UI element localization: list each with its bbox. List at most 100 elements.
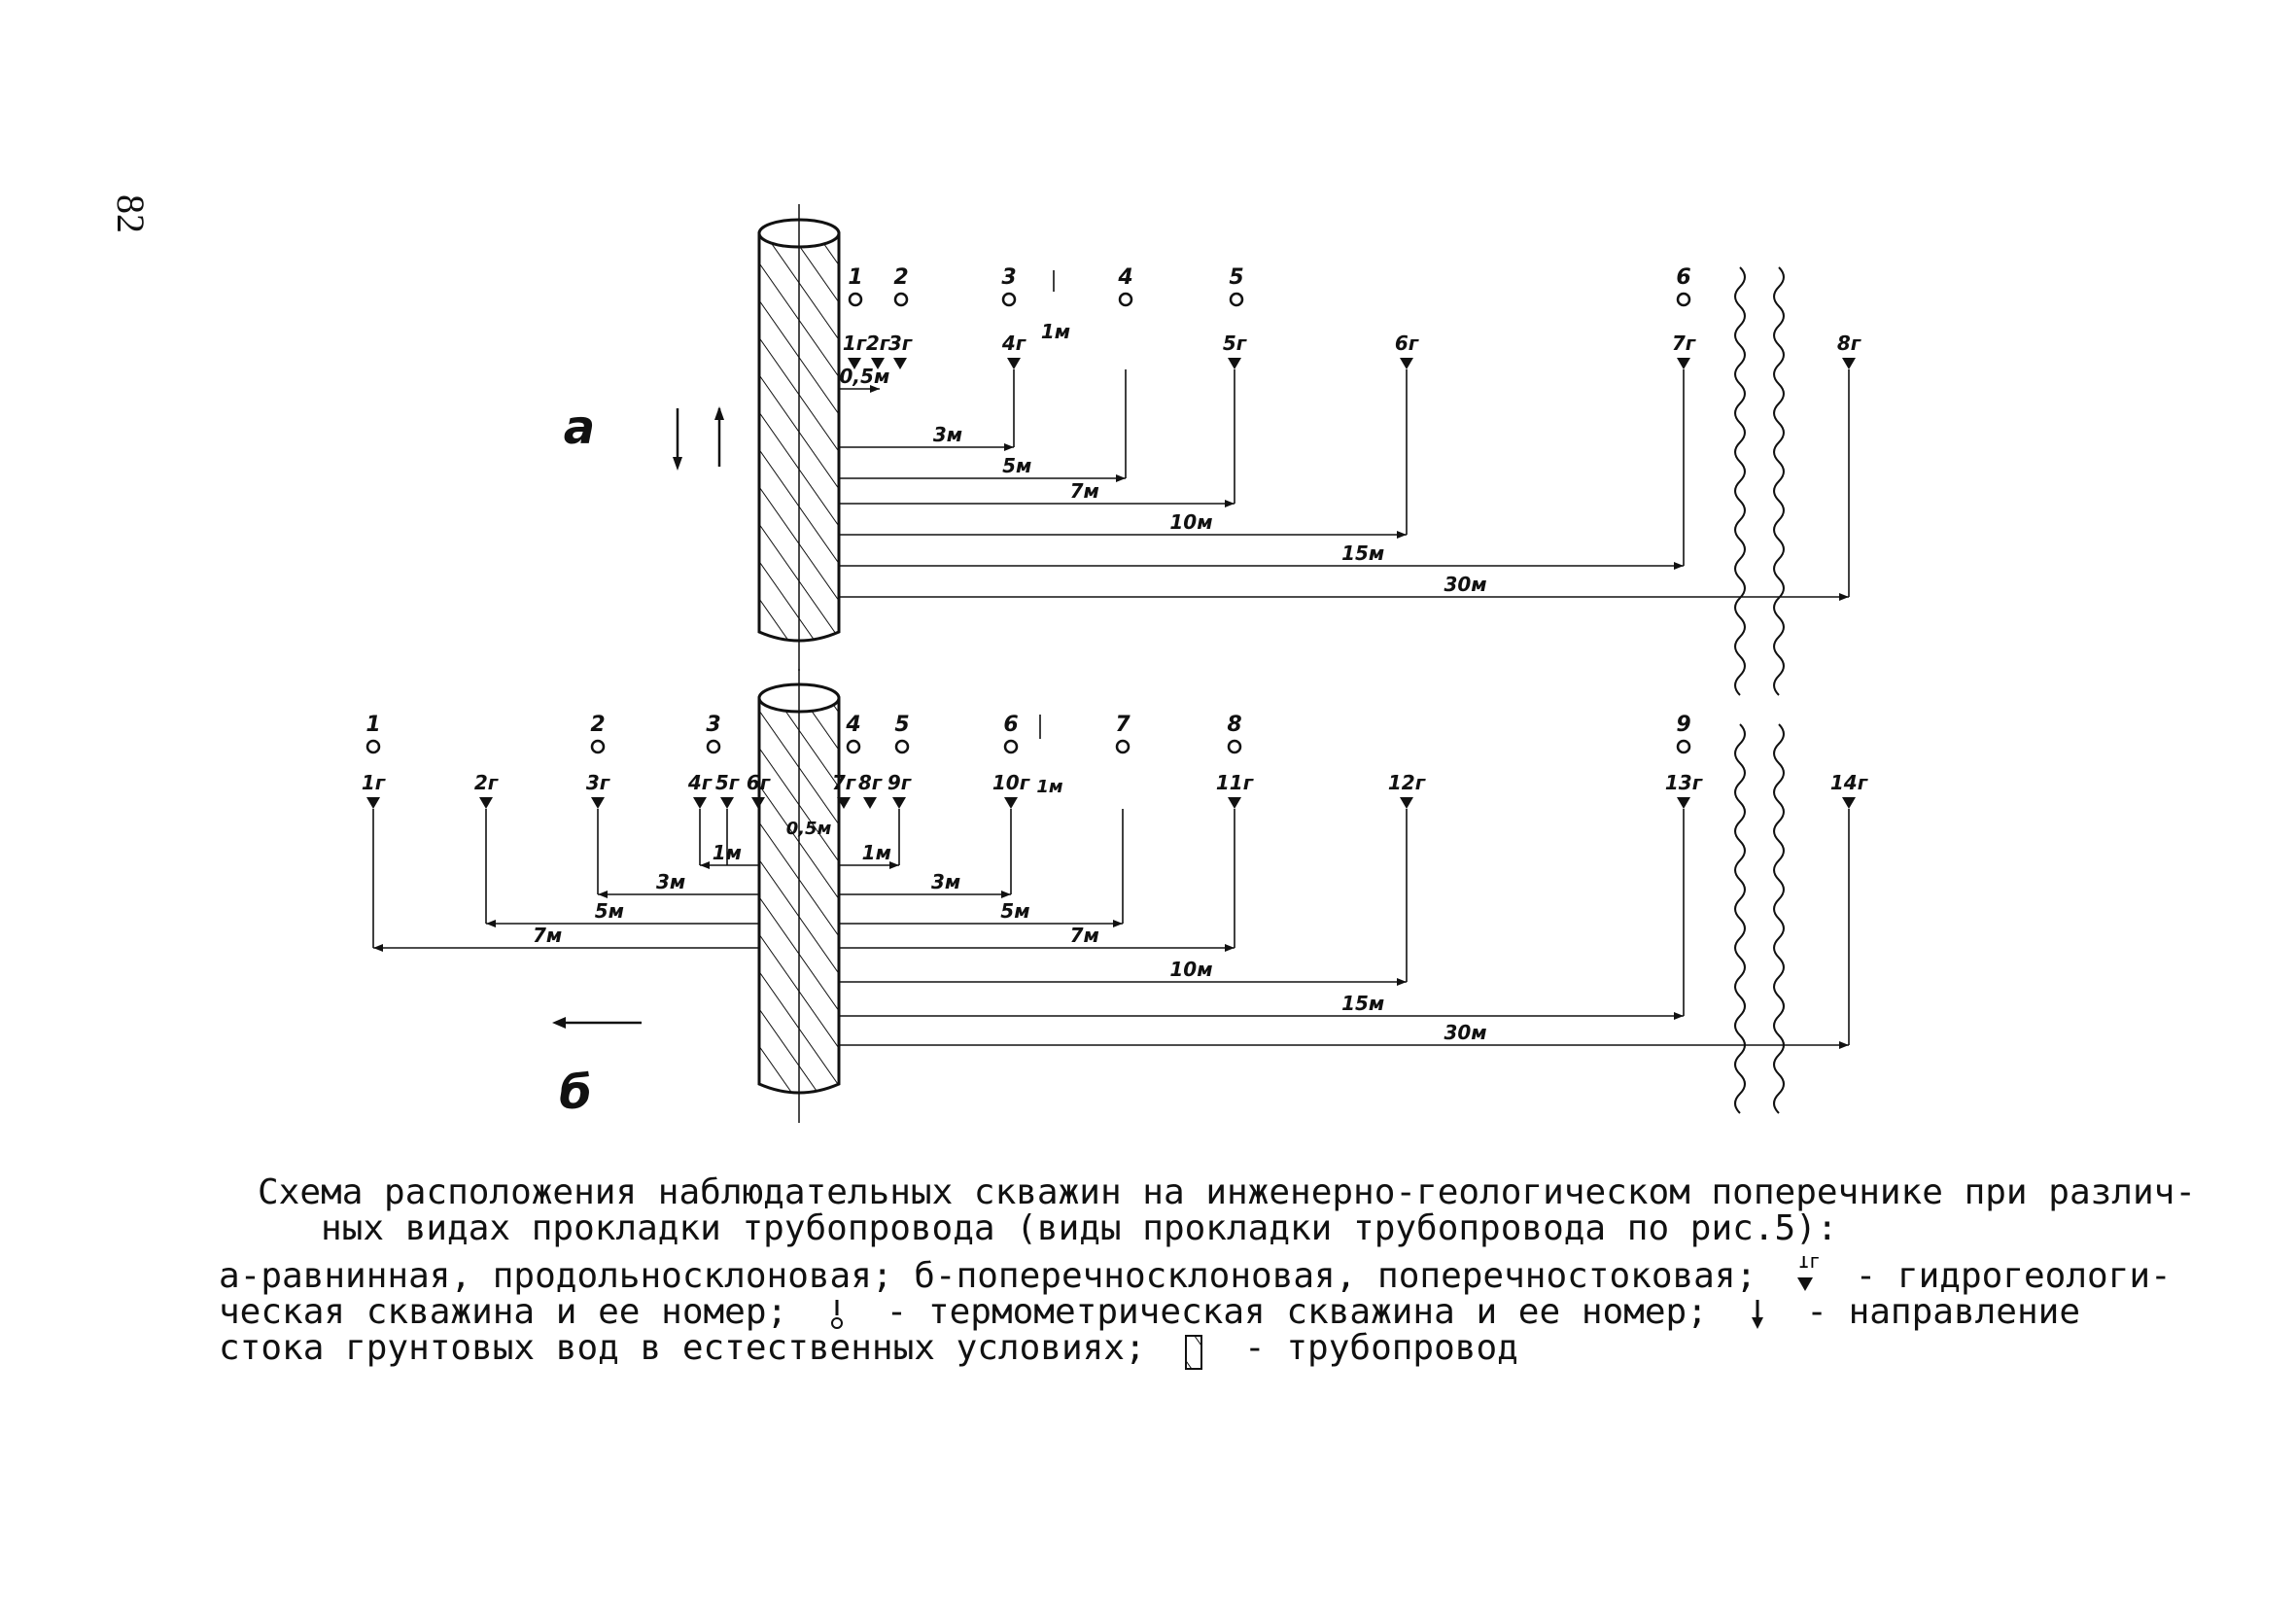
- hydro-well-b-3-number: 3г: [586, 771, 610, 794]
- thermo-well-b-7-number: 7: [1115, 713, 1131, 737]
- hydro-well-b-8-marker: [863, 797, 877, 809]
- break-line-a-1: [1734, 266, 1746, 696]
- hydro-well-a-6-number: 6г: [1395, 332, 1419, 355]
- thermo-well-b-1-number: 1: [365, 713, 380, 737]
- hydro-well-b-4-marker: [693, 797, 707, 809]
- thermo-well-legend-icon: [809, 1298, 865, 1329]
- hydro-well-a-3-marker: [893, 358, 907, 369]
- hydro-well-b-14-number: 14г: [1830, 771, 1868, 794]
- caption-legend-line-1: а-равнинная, продольносклоновая; б-попер…: [219, 1256, 2172, 1296]
- dist-a-3-label: 7м: [1070, 479, 1099, 503]
- hydro-well-a-8-number: 8г: [1837, 332, 1861, 355]
- dist-b-right-1-head: [1001, 891, 1011, 898]
- dist-a-6-label: 30м: [1444, 573, 1486, 596]
- dist-b-right-3-head: [1225, 944, 1235, 952]
- legend-flow-text: - направление: [1806, 1292, 2080, 1332]
- thermo-well-b-3-marker: [706, 739, 721, 754]
- dist-a-5-label: 15м: [1341, 542, 1384, 565]
- dist-a-05-head: [870, 385, 880, 393]
- hydro-well-b-3-marker: [591, 797, 605, 809]
- thermo-well-b-1-marker: [365, 739, 381, 754]
- dist-a-2-head: [1116, 474, 1126, 482]
- thermo-well-b-2-marker: [590, 739, 606, 754]
- thermo-well-b-9-number: 9: [1676, 713, 1690, 737]
- caption-title-line-1: Схема расположения наблюдательных скважи…: [258, 1172, 2196, 1212]
- thermo-well-a-3-number: 3: [1001, 265, 1016, 290]
- hydro-well-b-2-marker: [479, 797, 493, 809]
- thermo-well-b-9-marker: [1676, 739, 1691, 754]
- legend-types: а-равнинная, продольносклоновая; б-попер…: [219, 1256, 1757, 1296]
- dist-b-right-2-label: 5м: [1000, 899, 1029, 923]
- hydro-well-a-7-marker: [1677, 358, 1690, 369]
- legend-thermo-text: - термометрическая скважина и ее номер;: [886, 1292, 1708, 1332]
- hydro-well-b-14-marker: [1842, 797, 1856, 809]
- hydro-well-b-7-number: 7г: [832, 771, 856, 794]
- thermo-well-b-4-number: 4: [845, 713, 860, 737]
- break-line-b-1: [1734, 723, 1746, 1114]
- hydro-well-b-10-marker: [1004, 797, 1018, 809]
- hydro-well-a-3-number: 3г: [888, 332, 913, 355]
- hydro-well-a-4-marker: [1007, 358, 1021, 369]
- groundwater-flow-legend-icon: [1729, 1298, 1786, 1329]
- legend-hydro-text: - гидрогеологи-: [1855, 1256, 2172, 1296]
- flow-arrow-down-a-head: [673, 457, 682, 471]
- hydro-well-a-2-marker: [871, 358, 885, 369]
- dist-b-right-5-head: [1674, 1012, 1684, 1020]
- thermo-well-a-5-marker: [1229, 292, 1244, 307]
- hydro-well-b-1-marker: [366, 797, 380, 809]
- dist-b-left-5-head: [486, 920, 496, 927]
- break-line-b-2: [1773, 723, 1785, 1114]
- dist-b-left-1-head: [700, 861, 710, 869]
- thermo-well-a-6-number: 6: [1676, 265, 1690, 290]
- dist-b-right-6-head: [1839, 1041, 1849, 1049]
- depth-label-b: 1м: [1036, 777, 1063, 797]
- hydro-well-b-5-number: 5г: [715, 771, 740, 794]
- thermo-well-a-3-marker: [1001, 292, 1017, 307]
- hydro-well-b-2-number: 2г: [474, 771, 499, 794]
- dist-b-left-3-label: 3м: [656, 870, 685, 893]
- thermo-well-b-6-number: 6: [1003, 713, 1018, 737]
- flow-arrow-left-b-head: [552, 1017, 566, 1029]
- dist-b-right-4-label: 10м: [1169, 958, 1212, 981]
- thermo-well-a-2-marker: [893, 292, 909, 307]
- dist-b-left-5-label: 5м: [595, 899, 624, 923]
- hydro-well-b-13-number: 13г: [1665, 771, 1703, 794]
- figure-caption: Схема расположения наблюдательных скважи…: [219, 1172, 2196, 1370]
- dist-a-5-head: [1674, 562, 1684, 570]
- dist-b-left-7-head: [373, 944, 383, 952]
- legend-pipeline-text: - трубопровод: [1244, 1328, 1518, 1368]
- caption-legend-line-3: стока грунтовых вод в естественных услов…: [219, 1328, 2163, 1370]
- dist-b-right-1-label: 3м: [931, 870, 960, 893]
- hydro-well-b-12-number: 12г: [1388, 771, 1426, 794]
- caption-title-line-2: ных видах прокладки трубопровода (виды п…: [321, 1208, 1838, 1248]
- hydro-well-b-11-number: 11г: [1216, 771, 1254, 794]
- center-offset-label-b: 0,5м: [786, 819, 832, 839]
- dist-b-right-4-head: [1397, 978, 1407, 986]
- hydro-well-legend-icon: 1г: [1778, 1256, 1834, 1293]
- dist-a-2-label: 5м: [1002, 454, 1031, 477]
- hydro-well-a-4-number: 4г: [1001, 332, 1026, 355]
- hydro-well-b-9-number: 9г: [887, 771, 912, 794]
- thermo-well-b-8-number: 8: [1227, 713, 1241, 737]
- hydro-well-b-7-marker: [837, 797, 851, 809]
- thermo-well-a-2-number: 2: [893, 265, 908, 290]
- dist-a-4-head: [1397, 531, 1407, 539]
- dist-a-3-head: [1225, 500, 1235, 507]
- legend-hydro-text-cont: ческая скважина и ее номер;: [219, 1292, 788, 1332]
- legend-hydro-number: 1г: [1797, 1256, 1821, 1273]
- panel-a-letter: а: [564, 401, 595, 455]
- hydro-well-b-10-number: 10г: [992, 771, 1030, 794]
- dist-a-4-label: 10м: [1169, 510, 1212, 534]
- hydro-well-b-1-number: 1г: [362, 771, 386, 794]
- hydro-well-a-5-number: 5г: [1223, 332, 1247, 355]
- hydro-well-b-13-marker: [1677, 797, 1690, 809]
- hydro-well-a-1-marker: [848, 358, 861, 369]
- depth-label-a: 1м: [1041, 320, 1070, 343]
- pipeline-legend-icon: [1166, 1334, 1223, 1370]
- hydro-well-b-11-marker: [1228, 797, 1241, 809]
- page-number: 82: [109, 194, 153, 233]
- legend-flow-text-cont: стока грунтовых вод в естественных услов…: [219, 1328, 1146, 1368]
- hydro-well-b-12-marker: [1400, 797, 1413, 809]
- thermo-well-a-1-number: 1: [848, 265, 862, 290]
